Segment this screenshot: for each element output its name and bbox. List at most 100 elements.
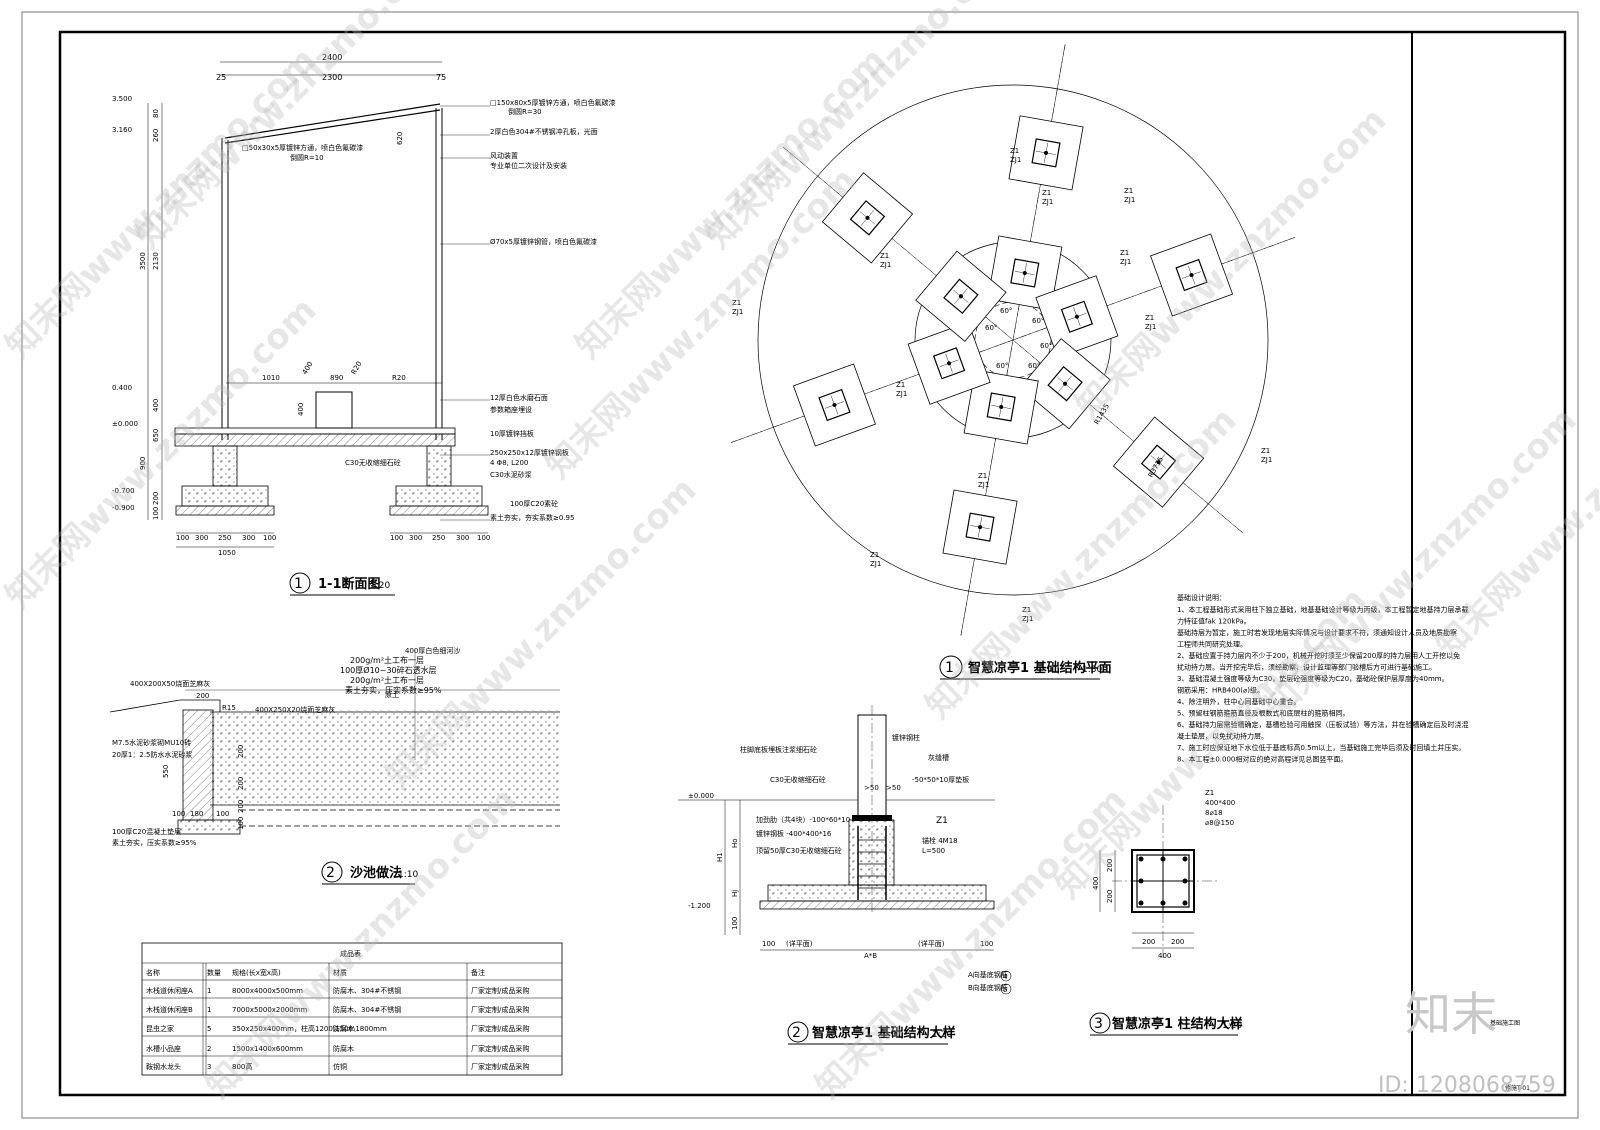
plan-label-zj1: ZJ1 [1124,196,1135,204]
footing [942,489,1018,565]
notes-line: 7、施工时应保证地下水位低于基底标高0.5m以上，当基础施工完毕后须及时回填土并… [1177,743,1465,752]
footing [987,235,1063,311]
foundation-title: 智慧凉亭1 基础结构大样 [812,1025,956,1041]
column-number: 3 [1094,1016,1103,1032]
fd-dim-h1: H1 [716,852,724,862]
sp-dim-6: 100 [237,817,245,830]
footing [1150,233,1234,317]
table-cell: 厂家定制/成品采购 [471,1005,529,1014]
table-cell: 厂家定制/成品采购 [471,1062,529,1071]
notes-line: 2、基础应置于持力层内不少于200，机械开挖时须至少保留200厚的持力层用人工开… [1177,651,1460,660]
angle-1: 60° [1032,317,1044,325]
col-spec-0: Z1 [1205,789,1214,797]
footing [1035,275,1119,359]
design-notes: 基础设计说明： 1、本工程基础形式采用柱下独立基础，地基基础设计等级为丙级，本工… [1177,593,1468,764]
elev-3500: 3.500 [112,95,132,103]
fd-dim-100: 100 [731,917,739,930]
notes-line: 凝土垫层，以免扰动持力层。 [1177,732,1268,741]
sp-note-10: 素土夯实，压实系数≥95% [112,838,197,847]
plan-label-z1: Z1 [1010,147,1019,155]
bdr-3: 300 [456,534,469,542]
plan-label-z1: Z1 [880,252,889,260]
footing [1019,338,1111,430]
table-cell: 5 [207,1025,211,1033]
dim-top-total: 2400 [322,53,342,62]
dim-left-3500: 3500 [139,252,147,270]
dim-left-100: 100 [152,507,160,520]
note-13: C30水泥砂浆 [490,470,532,479]
sp-dim-7: 100 [172,810,185,818]
sp-dim-1: R15 [222,704,236,712]
note-10: 10厚镀锌挡板 [490,429,534,438]
notes-line: 力特征值fak 120kPa。 [1177,617,1251,626]
notes-line: 4、除注明外，柱中心同基础中心重合。 [1177,697,1300,706]
fd-note-9: 锚栓 4M18 [922,836,958,845]
plan-label-zj1: ZJ1 [880,261,891,269]
title-block-label: 基础施工图 [1490,1019,1520,1027]
table-cell: 2 [207,1045,211,1053]
fd-dim-100b: 100 [762,940,775,948]
col-dim-1: 200 [1106,859,1114,872]
plan-label-zj1: ZJ1 [978,481,989,489]
notes-line: 钢筋采用：HRB400(⌀)级。 [1177,686,1264,695]
sp-dim-9: 100 [216,810,229,818]
table-cell: 仿铜 [333,1062,347,1071]
fd-note-14: B向基底钢筋 [968,983,1008,992]
notes-line: 扰动持力层。当开挖完毕后，须经勘察、设计监理等部门验槽后方可进行基础施工。 [1177,663,1436,672]
watermark-text: 知末网www.znzmo.com [1068,100,1394,426]
plan-label-zj1: ZJ1 [1261,456,1272,464]
table-header-cell: 材质 [333,968,347,977]
sandpit-title: 沙池做法 [350,865,402,881]
note-16: 素土夯实，夯实系数≥0.95 [490,513,574,522]
bdl-4: 100 [263,534,276,542]
table-cell: 防腐木 [333,1044,354,1053]
dim-left-400: 400 [152,399,160,412]
dim-left-900: 900 [139,457,147,470]
bdl-2: 250 [218,534,231,542]
table-cell: 厂家定制/成品采购 [471,1024,529,1033]
notes-heading: 基础设计说明： [1177,593,1226,602]
dim-left-650: 650 [152,429,160,442]
table-cell: 1 [207,987,211,995]
footing [915,250,1007,342]
table-cell: 木栈道休闲座A [146,986,193,995]
footing [821,172,914,264]
col-spec-1: 400*400 [1205,799,1235,807]
dim-left-2130: 2130 [152,252,160,270]
plan-label-z1: Z1 [1261,447,1270,455]
table-cell: 昆虫之家 [146,1024,174,1033]
dim-left-260: 260 [152,129,160,142]
section-1-1-scale: 1:20 [370,581,390,591]
dim-r20b: R20 [350,360,364,376]
plan-labels: Z1ZJ1Z1ZJ1Z1ZJ1Z1ZJ1Z1ZJ1Z1ZJ1Z1ZJ1Z1ZJ1… [732,147,1272,623]
sp-note-3: 200g/m²土工布一层 [350,675,424,685]
table-cell: 3 [207,1063,211,1071]
watermark-text: 知末网www.znzmo.com [128,0,454,256]
table-header-cell: 规格(长x宽x高) [232,968,281,977]
plan-label-zj1: ZJ1 [732,308,743,316]
table-header-cell: 名称 [146,968,160,977]
fd-note-3: 加劲肋（共4块）-100*60*10 [756,815,850,824]
elev-3160: 3.160 [112,126,132,134]
plan-label-z1: Z1 [1120,249,1129,257]
table-cell: 水槽小品座 [146,1044,181,1053]
table-cell: 木栈道休闲座B [146,1005,193,1014]
fd-note-7: 灰缝槽 [928,753,949,762]
fd-elev-0: ±0.000 [688,792,714,800]
plan-number: 1 [945,660,954,676]
table-cell: 厂家定制/成品采购 [471,986,529,995]
table-cell: 厂家定制/成品采购 [471,1044,529,1053]
sandpit-number: 2 [326,865,335,881]
elev-0900: -0.900 [112,504,135,512]
table-cell: 防腐木、304#不锈钢 [333,986,401,995]
note-1: 倒圆R=30 [508,107,542,116]
plan-scale: 1:30 [1082,665,1102,675]
footing [963,369,1039,445]
sandpit-detail: 400厚白色细河沙 200g/m²土工布一层 100厚Ø10~30碎石透水层 2… [109,646,560,885]
plan-label-zj1: ZJ1 [1120,258,1131,266]
bdl-3: 300 [242,534,255,542]
note-17: C30无收缩细石砼 [345,458,401,467]
table-title: 成品表 [340,949,361,958]
dim-r20a: 400 [301,360,315,376]
dim-left-200: 200 [152,492,160,505]
